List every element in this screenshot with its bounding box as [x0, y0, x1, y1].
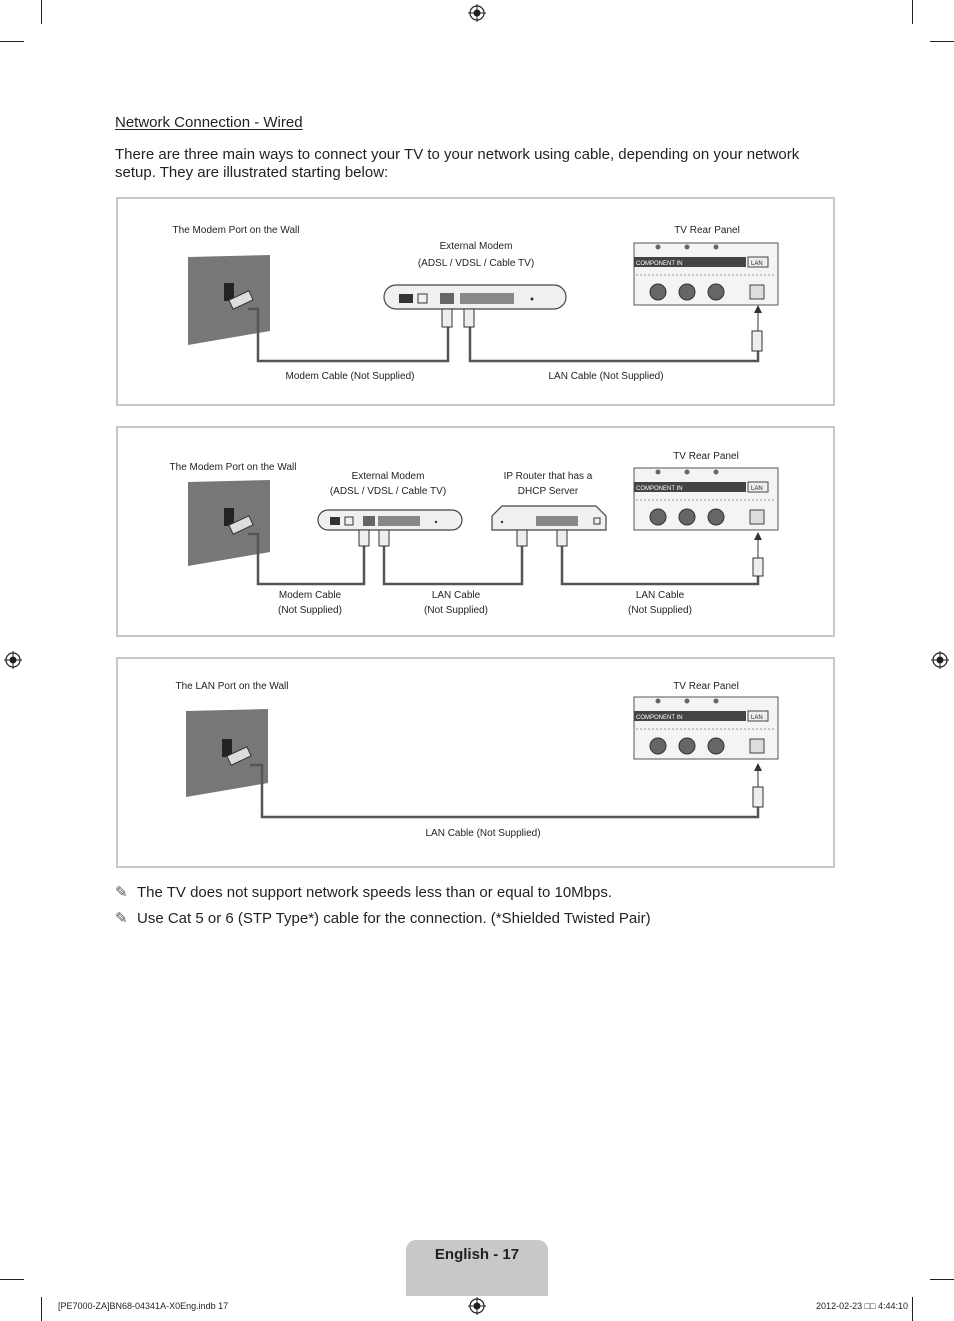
router-label-line1: IP Router that has a	[504, 471, 593, 482]
component-in-label: COMPONENT IN	[636, 486, 683, 492]
lan-port-label: LAN	[751, 486, 763, 492]
diagram-modem-direct: COMPONENT IN LAN The Modem Port on the W…	[116, 197, 835, 406]
router-label-line2: DHCP Server	[518, 486, 579, 497]
modem-cable-label: Modem Cable (Not Supplied)	[286, 371, 415, 382]
cable3-label-line2: (Not Supplied)	[628, 605, 692, 616]
external-modem-icon	[383, 284, 567, 310]
lan-port-label: LAN	[751, 715, 763, 721]
tv-panel-label: TV Rear Panel	[674, 225, 740, 236]
lan-cable-label: LAN Cable (Not Supplied)	[425, 828, 540, 839]
footer-timestamp: 2012-02-23 □□ 4:44:10	[816, 1301, 908, 1311]
diagram-modem-router: COMPONENT IN LAN The Modem Port on the W…	[116, 426, 835, 637]
modem-label-line2: (ADSL / VDSL / Cable TV)	[330, 486, 446, 497]
note-item: ✎ Use Cat 5 or 6 (STP Type*) cable for th…	[115, 909, 651, 935]
modem-cable	[248, 532, 366, 586]
ip-router-icon	[491, 505, 607, 531]
crop-mark	[912, 0, 913, 24]
lan-cable-router-tv	[560, 534, 760, 586]
wall-port-label: The Modem Port on the Wall	[173, 225, 300, 236]
cable2-label-line1: LAN Cable	[432, 590, 481, 601]
tv-rear-panel-icon: COMPONENT IN LAN	[633, 696, 779, 760]
notes-list: ✎ The TV does not support network speeds …	[115, 883, 651, 935]
lan-cable	[468, 311, 760, 363]
modem-cable	[248, 307, 450, 363]
cable3-label-line1: LAN Cable	[636, 590, 685, 601]
wall-port-label: The Modem Port on the Wall	[170, 462, 297, 473]
cable2-label-line2: (Not Supplied)	[424, 605, 488, 616]
crop-mark	[0, 1279, 24, 1280]
modem-label-line1: External Modem	[352, 471, 425, 482]
component-in-label: COMPONENT IN	[636, 261, 683, 267]
crop-mark	[930, 1279, 954, 1280]
crop-mark	[912, 1297, 913, 1321]
footer-file-name: [PE7000-ZA]BN68-04341A-X0Eng.indb 17	[58, 1301, 229, 1311]
pencil-note-icon: ✎	[115, 910, 128, 927]
tv-rear-panel-icon: COMPONENT IN LAN	[633, 467, 779, 531]
lan-cable-modem-router	[382, 534, 524, 586]
crop-mark	[41, 0, 42, 24]
page-number: English - 17	[434, 1246, 520, 1263]
registration-mark-icon	[4, 651, 22, 669]
pencil-note-icon: ✎	[115, 884, 128, 901]
registration-mark-icon	[468, 4, 486, 22]
cable1-label-line1: Modem Cable	[279, 590, 342, 601]
crop-mark	[930, 41, 954, 42]
modem-label-line2: (ADSL / VDSL / Cable TV)	[418, 258, 534, 269]
cable1-label-line2: (Not Supplied)	[278, 605, 342, 616]
section-title: Network Connection - Wired	[115, 114, 303, 131]
external-modem-icon	[317, 509, 463, 531]
tv-rear-panel-icon: COMPONENT IN LAN	[633, 242, 779, 306]
component-in-label: COMPONENT IN	[636, 715, 683, 721]
note-text: The TV does not support network speeds l…	[137, 884, 613, 901]
note-item: ✎ The TV does not support network speeds …	[115, 883, 651, 909]
tv-panel-label: TV Rear Panel	[673, 451, 739, 462]
crop-mark	[41, 1297, 42, 1321]
diagram-lan-direct: COMPONENT IN LAN The LAN Port on the Wal…	[116, 657, 835, 868]
lan-cable	[250, 763, 760, 819]
note-text: Use Cat 5 or 6 (STP Type*) cable for the…	[137, 910, 651, 927]
registration-mark-icon	[468, 1297, 486, 1315]
page-number-tab: English - 17	[406, 1240, 548, 1296]
tv-panel-label: TV Rear Panel	[673, 681, 739, 692]
wall-port-label: The LAN Port on the Wall	[175, 681, 288, 692]
registration-mark-icon	[931, 651, 949, 669]
lan-cable-label: LAN Cable (Not Supplied)	[548, 371, 663, 382]
intro-paragraph: There are three main ways to connect you…	[115, 146, 800, 181]
crop-mark	[0, 41, 24, 42]
lan-port-label: LAN	[751, 261, 763, 267]
modem-label-line1: External Modem	[440, 241, 513, 252]
